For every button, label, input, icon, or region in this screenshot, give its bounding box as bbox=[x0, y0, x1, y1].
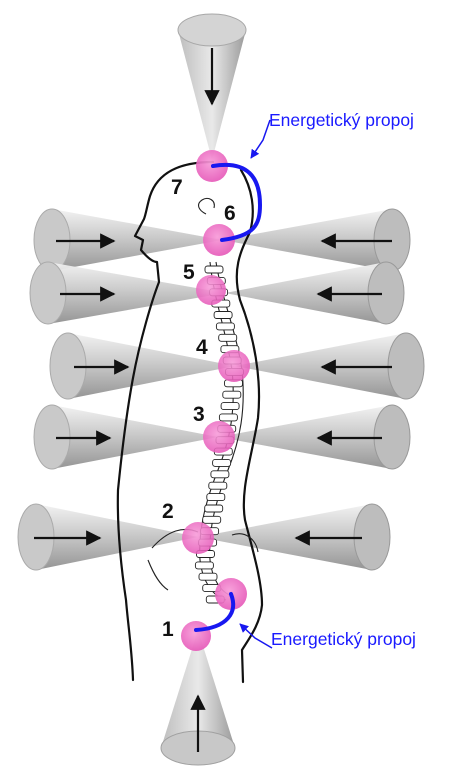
vertebra bbox=[195, 562, 213, 569]
vertebra bbox=[219, 414, 237, 421]
vertebra bbox=[221, 403, 239, 410]
vertebra bbox=[216, 323, 234, 330]
vertebra bbox=[214, 312, 232, 319]
chakra-number-5: 5 bbox=[183, 261, 195, 284]
vertebra bbox=[219, 334, 237, 341]
chakra-circle-icon bbox=[196, 275, 226, 305]
vertebra bbox=[205, 266, 223, 273]
chakra-circle-icon bbox=[218, 350, 250, 382]
chakra-number-7: 7 bbox=[171, 176, 183, 199]
chakra-number-4: 4 bbox=[196, 336, 208, 359]
chakra-number-3: 3 bbox=[193, 403, 205, 426]
vertebra bbox=[203, 516, 221, 523]
chakra-circle-icon bbox=[182, 522, 214, 554]
cones-left bbox=[18, 209, 235, 570]
chakra-number-1: 1 bbox=[162, 618, 174, 641]
chakra-circle-icon bbox=[203, 421, 235, 453]
vertebra bbox=[211, 471, 229, 478]
vertebra bbox=[213, 459, 231, 466]
chakra-circle-icon bbox=[181, 621, 211, 651]
chakra-number-2: 2 bbox=[162, 500, 174, 523]
cones-right bbox=[198, 209, 424, 570]
vertebra bbox=[205, 505, 223, 512]
vertebra bbox=[207, 494, 225, 501]
energy-link-label-bottom: Energetický propoj bbox=[271, 629, 416, 649]
pointer-top bbox=[251, 120, 270, 158]
energy-cone-icon bbox=[30, 262, 225, 324]
vertebra bbox=[223, 391, 241, 398]
energy-link-label-top: Energetický propoj bbox=[269, 110, 414, 130]
vertebra bbox=[209, 482, 227, 489]
label-pointers bbox=[240, 120, 272, 648]
vertebra bbox=[199, 573, 217, 580]
chakra-number-6: 6 bbox=[224, 202, 236, 225]
